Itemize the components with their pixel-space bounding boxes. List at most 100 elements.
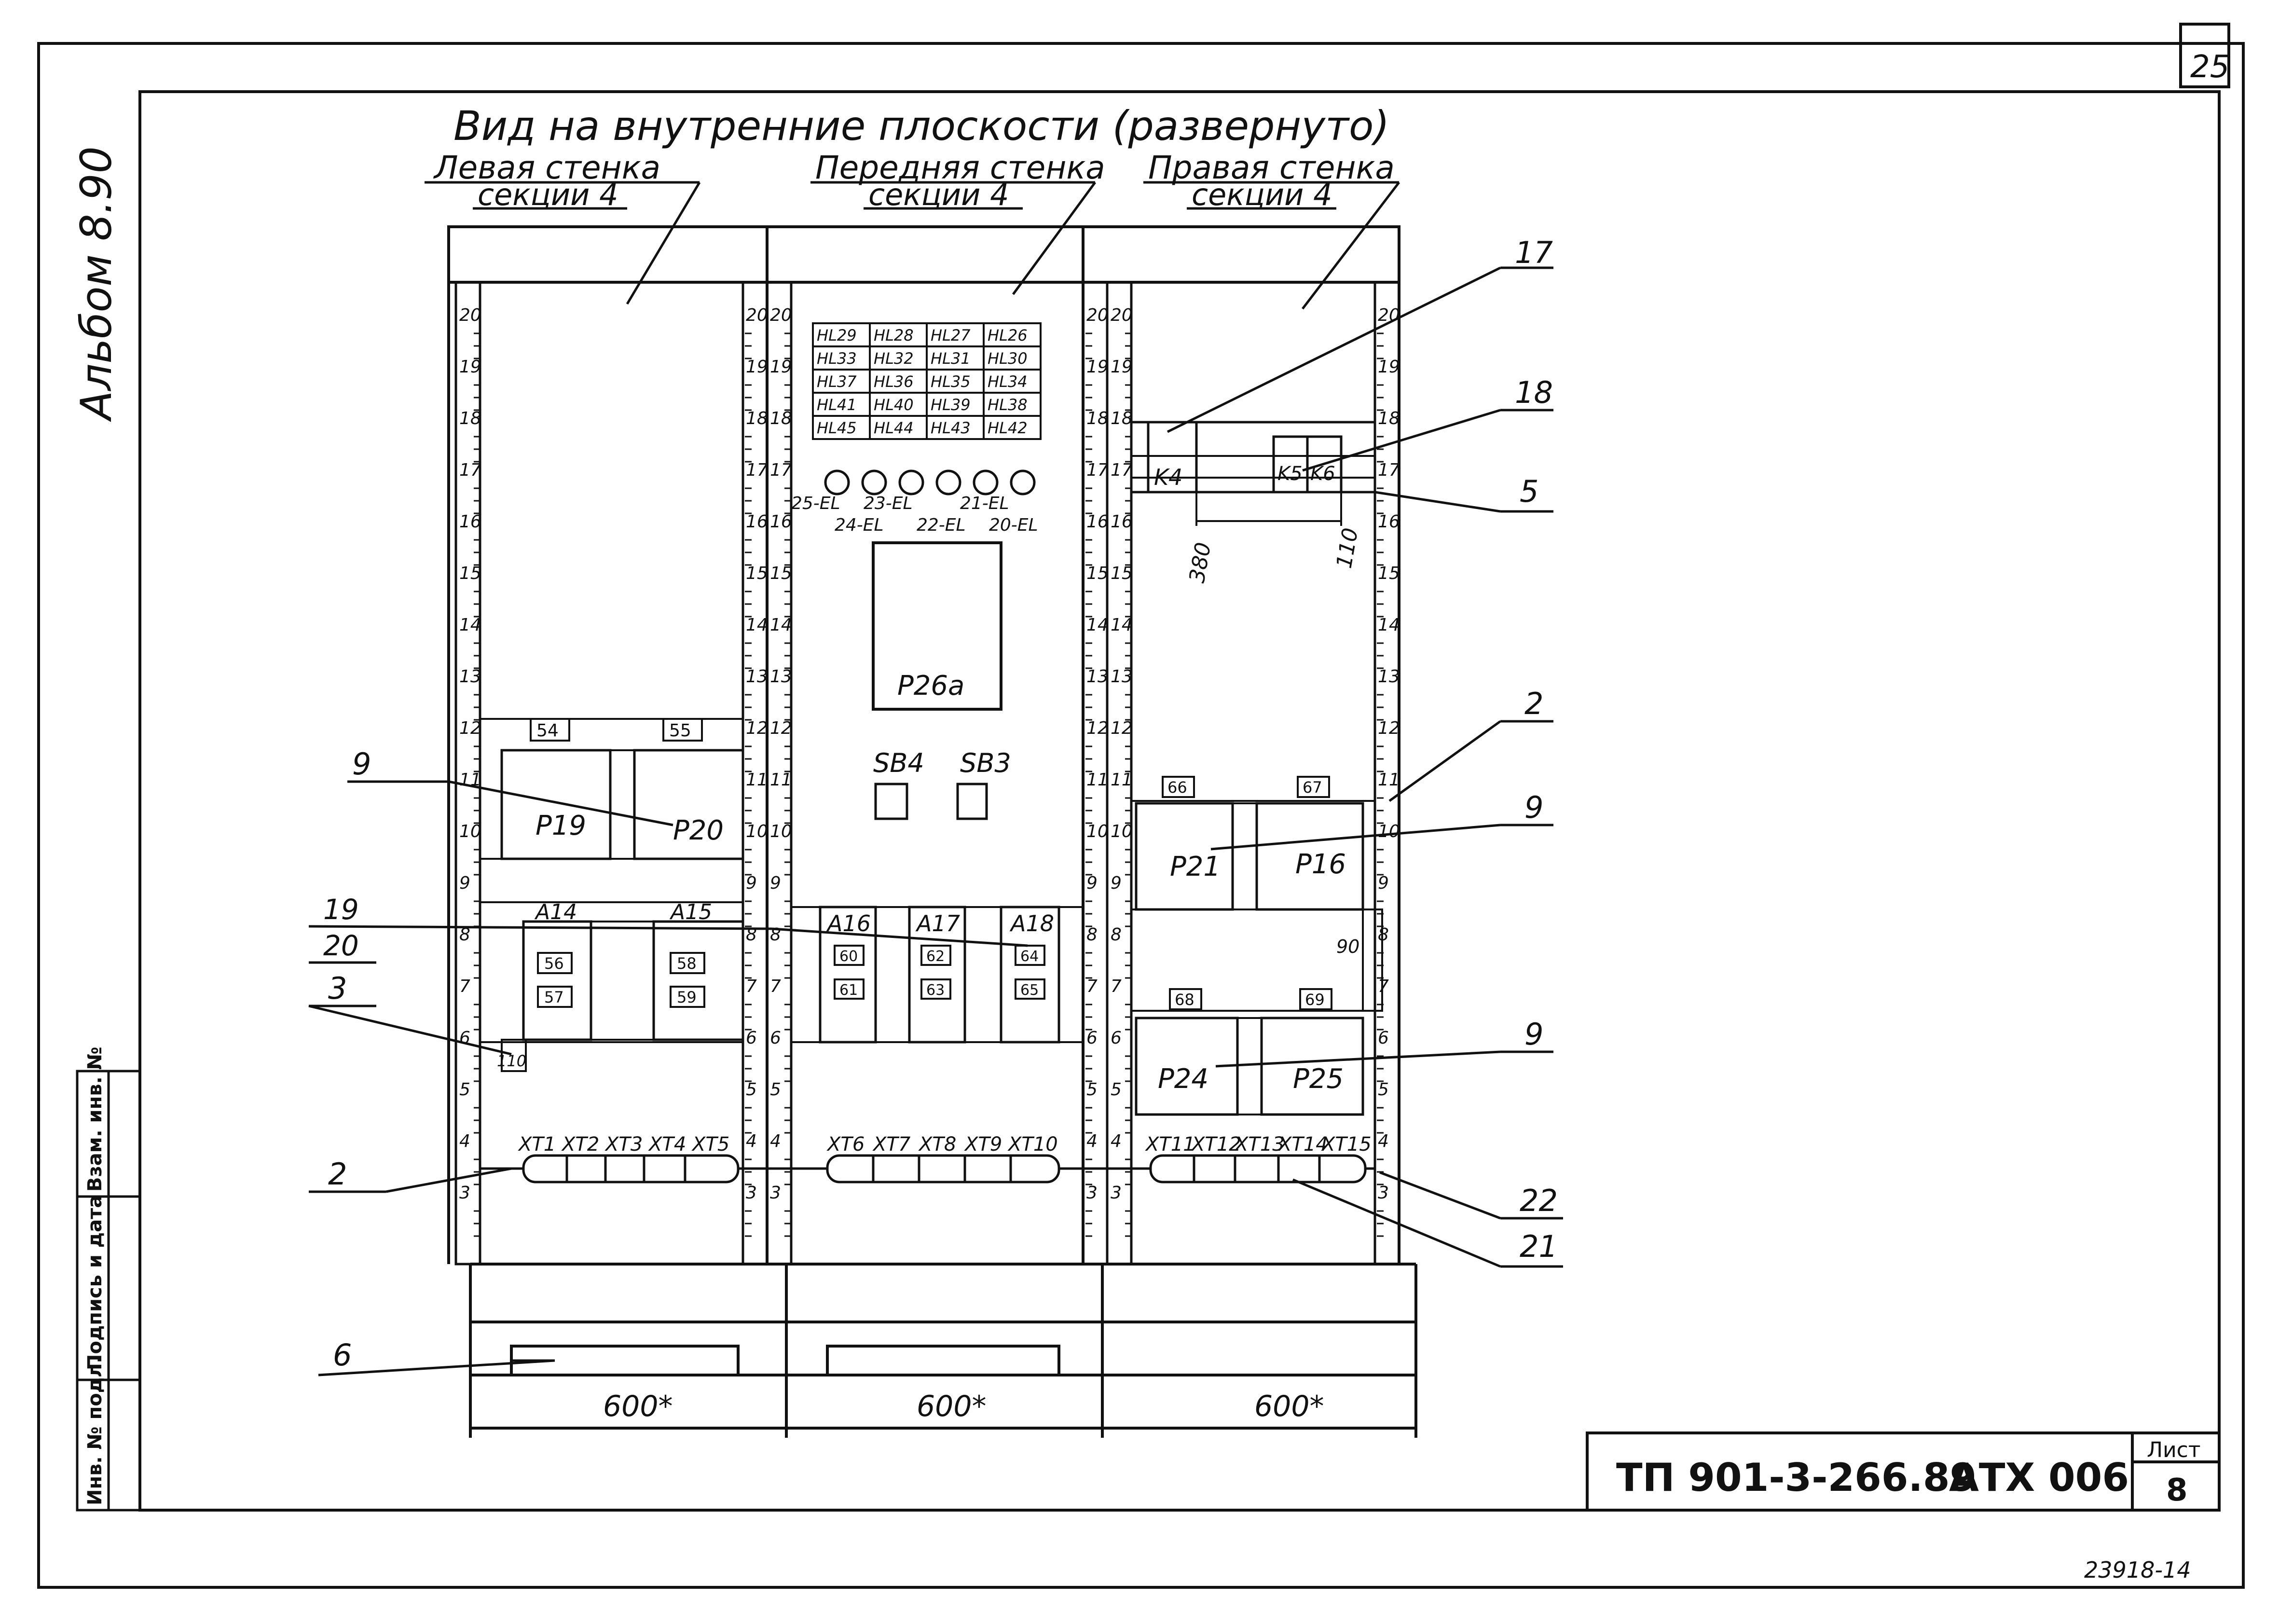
rail-scale-6: 6: [1086, 1028, 1098, 1048]
lamp-label: HL45: [817, 419, 857, 437]
rail-scale-16: 16: [459, 512, 481, 532]
module-a14: [522, 920, 592, 1041]
lamp-label: HL40: [874, 396, 914, 414]
device-p19-label: P19: [535, 810, 586, 841]
front-terminal-row: [826, 1154, 1151, 1184]
lamp-label: HL34: [988, 372, 1028, 391]
lamp-label: HL41: [817, 396, 857, 414]
callout-lines: [308, 266, 1563, 1376]
callout-17: 17: [1515, 235, 1553, 270]
rail-scale-9: 9: [459, 873, 470, 893]
rail-scale-19: 19: [1378, 357, 1400, 377]
rail-scale-11: 11: [770, 770, 792, 790]
right-wall: K4 K5 K6 380 110 66 67 P21 P16 90 68 69 …: [1130, 281, 1383, 1184]
rail-scale-12: 12: [1111, 718, 1133, 738]
left-wall-title: Левая стенка: [433, 149, 660, 186]
terminal-xt7: XT7: [872, 1133, 911, 1156]
lamp-label: HL33: [817, 349, 857, 368]
signal-lamp-icon: [824, 469, 850, 495]
signal-lamp-icon: [1010, 469, 1036, 495]
side-stamp-date: Подпись и дата: [84, 1195, 106, 1370]
dim-front-width: 600*: [917, 1390, 987, 1423]
rail-scale-3: 3: [459, 1183, 470, 1203]
sheet-number: 8: [2166, 1473, 2188, 1508]
right-terminal-row: [1149, 1154, 1375, 1184]
rail-scale-15: 15: [746, 564, 768, 583]
dim-left-width: 600*: [603, 1390, 673, 1423]
callout-9-right-a: 9: [1524, 790, 1543, 825]
rail-scale-13: 13: [1086, 667, 1109, 687]
dim-110: 110: [1332, 526, 1363, 570]
a15-box-59: 59: [677, 988, 697, 1006]
module-a14-label: A14: [534, 900, 577, 924]
terminal-xt3: XT3: [604, 1133, 643, 1156]
a15-box-58: 58: [677, 954, 697, 973]
rail-scale-3: 3: [1086, 1183, 1098, 1203]
callout-19: 19: [323, 893, 359, 926]
rail-scale-17: 17: [459, 460, 481, 480]
device-p19: [500, 749, 612, 860]
rail-scale-3: 3: [1378, 1183, 1389, 1203]
rail-scale-7: 7: [1111, 977, 1122, 996]
rail-scale-16: 16: [1378, 512, 1400, 532]
signal-lamp-icon: [935, 469, 961, 495]
spacer-110: [501, 1039, 527, 1072]
right-label-67: 67: [1303, 778, 1322, 797]
rail-scale-9: 9: [1111, 873, 1122, 893]
lamp-cell: [983, 415, 1042, 440]
rail-scale-7: 7: [746, 977, 757, 996]
a18-box-65: 65: [1020, 982, 1039, 999]
lamp-label: HL29: [817, 326, 857, 344]
left-upper-field: [479, 281, 744, 720]
button-sb4-label: SB4: [873, 748, 924, 778]
el-24: 24-EL: [835, 515, 884, 535]
rail-scale-18: 18: [1086, 409, 1109, 428]
rail-scale-19: 19: [459, 357, 481, 377]
rail-scale-9: 9: [1086, 873, 1098, 893]
rail-scale-11: 11: [1111, 770, 1133, 790]
rail-scale-15: 15: [1378, 564, 1400, 583]
terminal-xt12: XT12: [1191, 1133, 1241, 1156]
el-21: 21-EL: [960, 494, 1009, 513]
button-sb3-label: SB3: [960, 748, 1011, 778]
terminal-xt2: XT2: [561, 1133, 599, 1156]
rail-scale-10: 10: [1086, 822, 1109, 841]
rail-scale-13: 13: [770, 667, 792, 687]
device-p25-label: P25: [1293, 1063, 1344, 1095]
lamp-label: HL30: [988, 349, 1028, 368]
side-stamp-inv: Инв. № подл.: [84, 1356, 106, 1505]
main-title: Вид на внутренние плоскости (развернуто): [453, 102, 1389, 150]
dim-right-width: 600*: [1254, 1390, 1324, 1423]
callout-2-left: 2: [328, 1156, 347, 1192]
rail-scale-15: 15: [1086, 564, 1109, 583]
rail-scale-14: 14: [459, 615, 481, 635]
rail-scale-18: 18: [746, 409, 768, 428]
sheet-label: Лист: [2147, 1438, 2201, 1462]
rail-scale-7: 7: [459, 977, 470, 996]
rail-scale-4: 4: [1086, 1131, 1098, 1151]
relay-k5-label: K5: [1277, 463, 1303, 485]
el-20: 20-EL: [989, 515, 1038, 535]
rail-scale-14: 14: [1086, 615, 1109, 635]
title-block: [1586, 1431, 2221, 1512]
terminal-xt11: XT11: [1145, 1133, 1195, 1156]
callout-20: 20: [323, 929, 359, 962]
rail-scale-15: 15: [459, 564, 481, 583]
lamp-label: HL28: [874, 326, 914, 344]
rail-scale-7: 7: [1086, 977, 1098, 996]
rail-scale-17: 17: [1086, 460, 1109, 480]
callout-6: 6: [333, 1337, 352, 1373]
rail-scale-19: 19: [770, 357, 792, 377]
rail-scale-15: 15: [770, 564, 792, 583]
rail-scale-5: 5: [746, 1080, 757, 1100]
lamp-label: HL38: [988, 396, 1028, 414]
rail-scale-4: 4: [770, 1131, 781, 1151]
rail-scale-5: 5: [459, 1080, 470, 1100]
dim-380: 380: [1185, 540, 1216, 585]
rail-scale-14: 14: [770, 615, 792, 635]
rail-scale-7: 7: [770, 977, 781, 996]
lamp-label: HL44: [874, 419, 914, 437]
rail-scale-7: 7: [1378, 977, 1389, 996]
